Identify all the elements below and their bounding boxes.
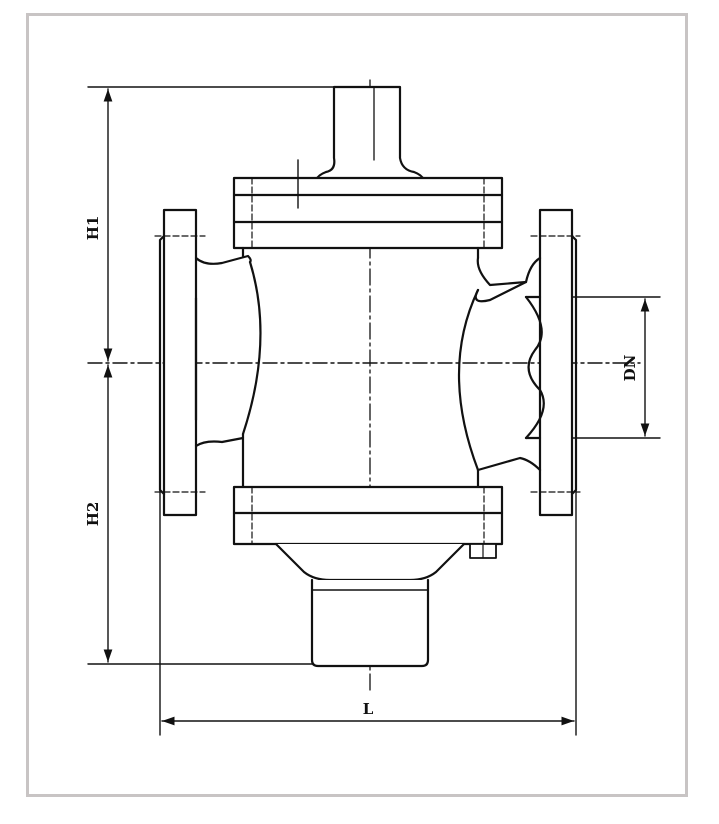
bottom-cap — [274, 542, 466, 668]
right-flange — [474, 208, 581, 517]
dimension-lines — [103, 88, 650, 726]
bottom-flange — [232, 485, 504, 559]
dn-label: DN — [621, 354, 639, 381]
left-flange — [154, 208, 252, 517]
h1-label: H1 — [84, 216, 102, 241]
l-label: L — [363, 700, 374, 718]
h2-label: H2 — [84, 502, 102, 527]
top-stem — [314, 85, 426, 182]
top-flange — [232, 159, 504, 250]
valve-body — [241, 246, 480, 489]
